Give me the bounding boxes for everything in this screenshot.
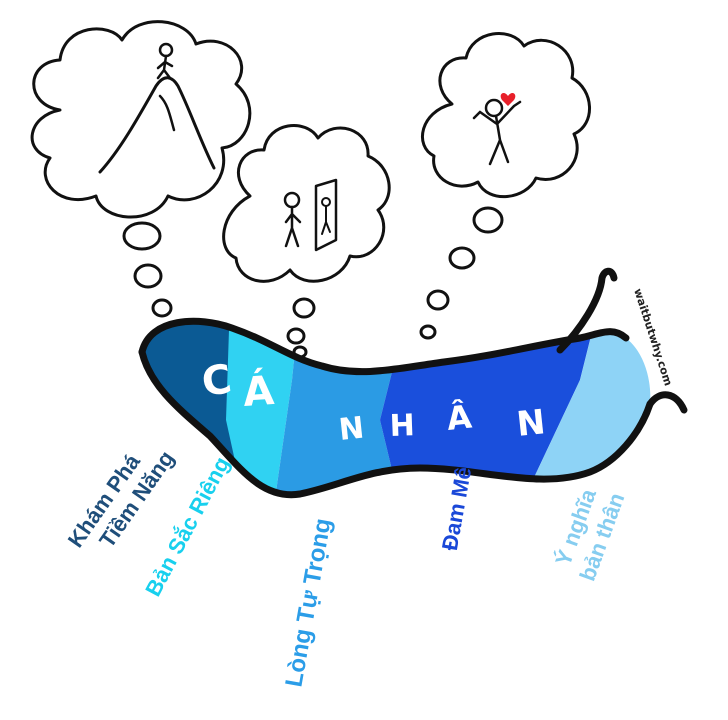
title-letter: C (199, 356, 234, 406)
hill-inner-line (158, 94, 176, 132)
worm-tail-upper (556, 267, 618, 354)
worm-outline (138, 317, 630, 376)
title-letter: N (515, 402, 547, 445)
title-letter: N (337, 411, 366, 448)
person-body (284, 205, 302, 248)
thought-cloud-climber (30, 20, 252, 219)
thought-bubbles-2 (286, 297, 316, 359)
thought-cloud-mirror (222, 124, 391, 283)
cloud-outline (222, 124, 391, 283)
label-line: Đam Mê (437, 465, 476, 552)
label-line: Lòng Tự Trọng (281, 516, 337, 689)
title-ca-nhan: C Á N H Â N (199, 356, 547, 448)
label-long-tu-trong: Lòng Tự Trọng (281, 516, 337, 689)
happy-person-head (484, 98, 504, 118)
happy-person-body (472, 100, 522, 166)
label-y-nghia: Ý nghĩa bản thân (550, 485, 629, 584)
person-head (283, 191, 301, 209)
title-letter: Á (241, 366, 275, 416)
thought-bubbles-3 (419, 206, 504, 340)
climber-head (158, 42, 174, 58)
hill-line (98, 76, 216, 174)
worm-tail-lower (646, 391, 688, 414)
climber-body (156, 54, 174, 80)
segment-ban-sac (226, 321, 300, 495)
thought-bubbles-1 (122, 221, 173, 318)
label-dam-me: Đam Mê (437, 465, 476, 552)
cloud-outline (30, 20, 252, 219)
thought-cloud-happy (420, 32, 591, 198)
reflection-body (321, 205, 331, 235)
mirror-frame (314, 178, 338, 252)
reflection-head (321, 197, 331, 207)
heart-icon (500, 93, 516, 106)
cloud-outline (420, 32, 591, 198)
worm-outline-bottom (138, 348, 654, 499)
title-letter: Â (445, 398, 474, 438)
title-letter: H (389, 408, 415, 444)
